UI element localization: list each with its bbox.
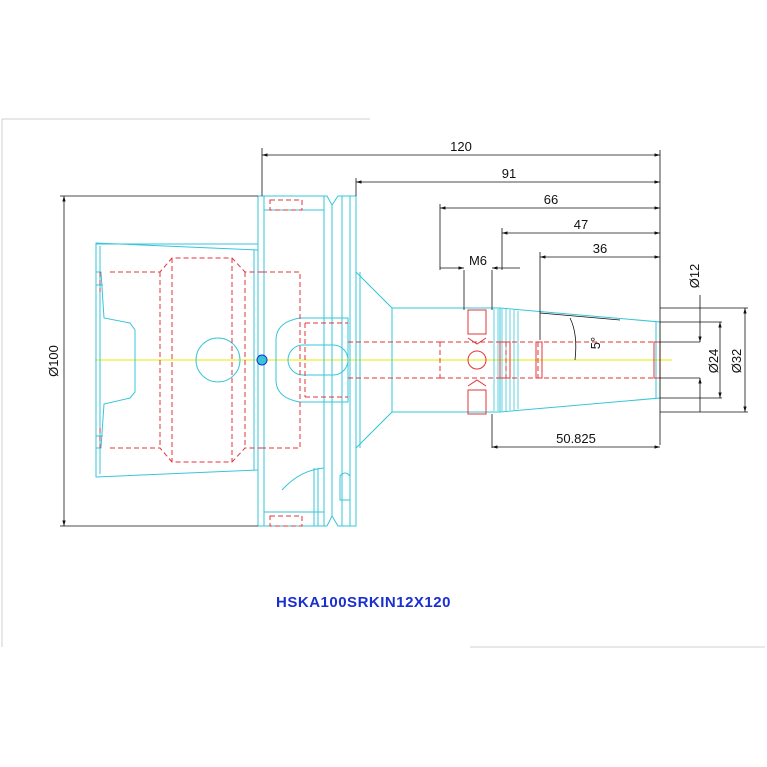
dim-36: 36 bbox=[593, 241, 607, 256]
dim-120: 120 bbox=[450, 139, 472, 154]
center-mark bbox=[256, 354, 268, 366]
sheet-frame bbox=[1, 118, 765, 648]
dimensions bbox=[60, 148, 748, 527]
dim-66: 66 bbox=[544, 192, 558, 207]
dim-91: 91 bbox=[502, 166, 516, 181]
dim-taper-angle: 5° bbox=[588, 337, 603, 349]
dim-nose-diameter: Ø24 bbox=[706, 349, 721, 374]
dim-bore-diameter: Ø12 bbox=[687, 264, 702, 289]
dim-thread: M6 bbox=[469, 253, 487, 268]
dim-flange-diameter: Ø100 bbox=[46, 345, 61, 377]
hidden-lines bbox=[99, 199, 660, 527]
dim-taper-length: 50.825 bbox=[556, 431, 596, 446]
dim-body-diameter: Ø32 bbox=[729, 349, 744, 374]
dim-47: 47 bbox=[574, 217, 588, 232]
set-screws bbox=[467, 309, 661, 415]
tool-holder-outline bbox=[95, 195, 661, 527]
part-number-label: HSKA100SRKIN12X120 bbox=[276, 594, 451, 611]
